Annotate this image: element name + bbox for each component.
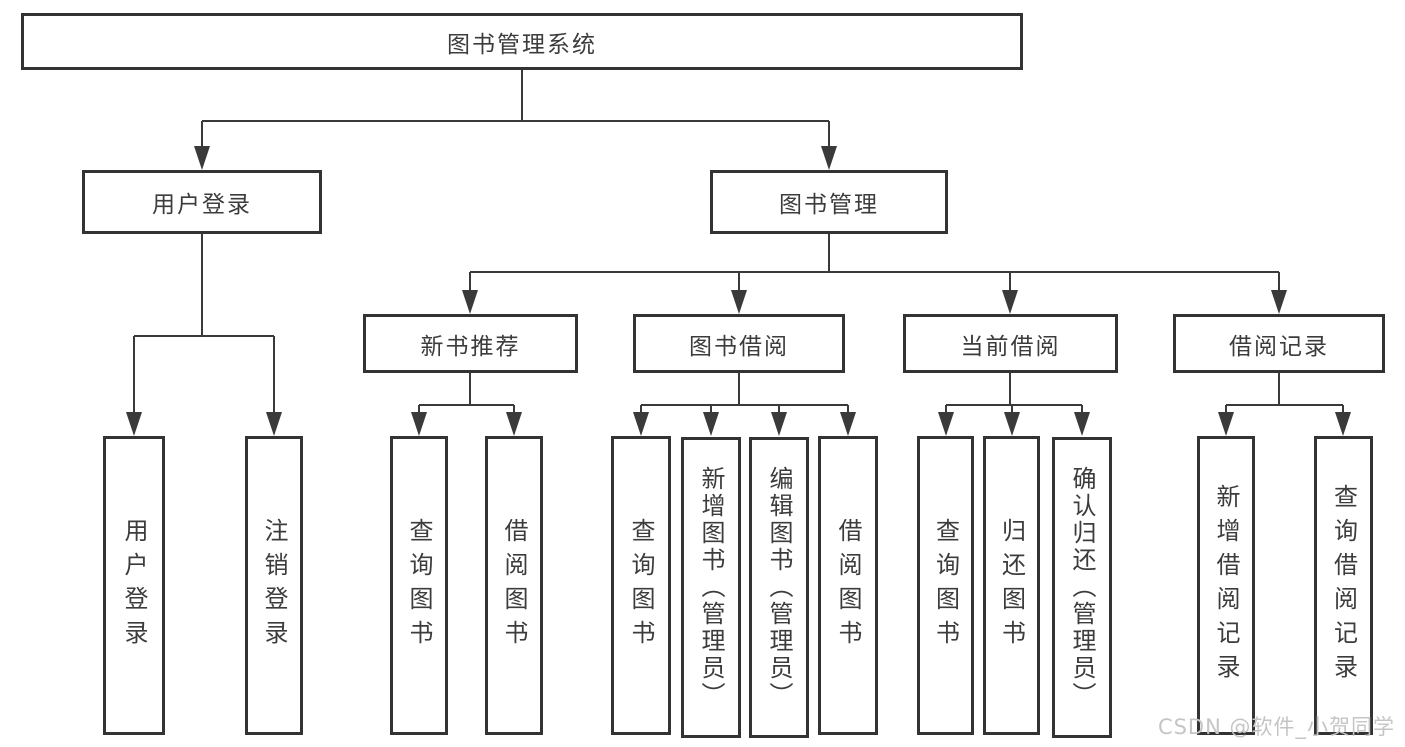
node-current-borrow: 当前借阅 (903, 314, 1118, 373)
leaf-borrow-books: 借阅图书 (818, 436, 878, 735)
node-root: 图书管理系统 (21, 13, 1023, 70)
leaf-query-books-borrow: 查询图书 (611, 436, 671, 735)
leaf-borrow-books-recommend: 借阅图书 (485, 436, 543, 735)
leaf-add-book-admin: 新增图书（管理员） (681, 437, 741, 738)
connector-book-management (469, 234, 1280, 292)
node-new-book-recommend: 新书推荐 (363, 314, 578, 373)
arrowhead (1004, 412, 1020, 436)
arrowhead (938, 412, 954, 436)
connector-root (201, 70, 830, 148)
connector-current-borrow (945, 373, 1083, 414)
arrowhead (462, 290, 478, 314)
arrowhead (1002, 290, 1018, 314)
csdn-watermark: CSDN @软件_小贺同学 (1157, 715, 1395, 739)
arrowhead (731, 290, 747, 314)
connector-user-login (133, 234, 275, 414)
arrowhead (771, 412, 787, 436)
leaf-return-books: 归还图书 (983, 436, 1040, 735)
connector-book-borrow (640, 373, 849, 414)
leaf-query-books-recommend: 查询图书 (390, 436, 448, 735)
arrowhead (840, 412, 856, 436)
leaf-query-books-current: 查询图书 (917, 436, 974, 735)
arrowhead (126, 412, 142, 436)
arrowhead (266, 412, 282, 436)
arrowhead (633, 412, 649, 436)
node-user-login: 用户登录 (82, 170, 322, 234)
arrowhead (1335, 412, 1351, 436)
leaf-user-login: 用户登录 (103, 436, 165, 735)
arrowhead (194, 146, 210, 170)
node-book-borrow: 图书借阅 (633, 314, 845, 373)
leaf-query-borrow-record: 查询借阅记录 (1314, 436, 1373, 735)
leaf-confirm-return-admin: 确认归还（管理员） (1052, 437, 1112, 738)
arrowhead (1218, 412, 1234, 436)
leaf-add-borrow-record: 新增借阅记录 (1197, 436, 1255, 735)
leaf-edit-book-admin: 编辑图书（管理员） (749, 437, 809, 738)
connector-new-book-recommend (418, 373, 515, 414)
arrowhead (411, 412, 427, 436)
leaf-logout: 注销登录 (245, 436, 303, 735)
arrowhead (821, 146, 837, 170)
connector-borrow-records (1225, 373, 1344, 414)
arrowhead (703, 412, 719, 436)
arrowhead (506, 412, 522, 436)
node-borrow-records: 借阅记录 (1173, 314, 1385, 373)
arrowhead (1271, 290, 1287, 314)
node-book-management: 图书管理 (710, 170, 948, 234)
arrowhead (1074, 412, 1090, 436)
